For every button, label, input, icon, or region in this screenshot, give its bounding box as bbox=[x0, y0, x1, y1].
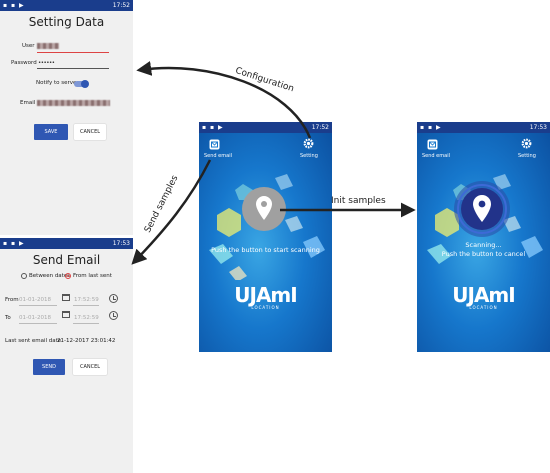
password-label: Password bbox=[11, 60, 37, 66]
logo-text: UJAmI bbox=[234, 283, 297, 307]
user-field[interactable] bbox=[37, 43, 59, 49]
send-email-icon[interactable] bbox=[427, 139, 438, 150]
radio-last-label: From last sent bbox=[73, 273, 112, 279]
from-time-underline bbox=[73, 305, 99, 306]
gear-icon[interactable] bbox=[303, 138, 314, 149]
from-time[interactable]: 17:52:59 bbox=[74, 297, 99, 303]
save-button[interactable]: SAVE bbox=[34, 124, 68, 140]
status-bar: ▪ ▪ ▶ 17:52 bbox=[199, 122, 332, 133]
send-email-icon[interactable] bbox=[209, 139, 220, 150]
user-underline bbox=[37, 52, 109, 53]
scanning-app-screen: ▪ ▪ ▶ 17:53 Send email Setting Scanning.… bbox=[417, 122, 550, 352]
calendar-icon[interactable] bbox=[62, 311, 70, 318]
ujami-logo: UJAmI LOCATION bbox=[199, 285, 332, 310]
clock-icon[interactable] bbox=[109, 311, 118, 320]
clock-icon[interactable] bbox=[109, 294, 118, 303]
status-icons: ▪ ▪ ▶ bbox=[420, 124, 442, 131]
status-icons: ▪ ▪ ▶ bbox=[202, 124, 224, 131]
status-time: 17:53 bbox=[112, 240, 130, 247]
setting-label: Setting bbox=[300, 153, 318, 159]
logo-subtext: LOCATION bbox=[251, 305, 280, 310]
from-date[interactable]: 01-01-2018 bbox=[19, 297, 51, 303]
send-email-screen: ▪ ▪ ▶ 17:53 Send Email Between dates Fro… bbox=[0, 238, 133, 473]
radio-from-last-sent[interactable] bbox=[65, 273, 71, 279]
status-icons: ▪ ▪ ▶ bbox=[3, 2, 25, 9]
send-samples-arrow bbox=[131, 159, 212, 265]
status-time: 17:52 bbox=[112, 2, 130, 9]
from-date-underline bbox=[19, 305, 57, 306]
to-time-underline bbox=[73, 323, 99, 324]
logo-subtext: LOCATION bbox=[469, 305, 498, 310]
last-sent-label: Last sent email date bbox=[5, 338, 62, 344]
logo-text: UJAmI bbox=[452, 283, 515, 307]
configuration-arrow bbox=[136, 60, 312, 139]
last-sent-value: 21-12-2017 23:01:42 bbox=[57, 338, 116, 344]
scan-button[interactable] bbox=[241, 186, 287, 232]
ujami-logo: UJAmI LOCATION bbox=[417, 285, 550, 310]
scan-prompt: Push the button to start scanning bbox=[211, 246, 320, 254]
cancel-prompt: Push the button to cancel bbox=[441, 250, 526, 258]
send-email-label: Send email bbox=[422, 153, 450, 159]
notify-toggle[interactable] bbox=[74, 80, 89, 88]
notify-label: Notify to server bbox=[36, 80, 79, 86]
from-label: From bbox=[5, 297, 19, 303]
email-field[interactable] bbox=[37, 100, 110, 106]
cancel-scan-button[interactable] bbox=[453, 180, 511, 238]
cancel-button[interactable]: CANCEL bbox=[74, 124, 106, 140]
password-field[interactable]: •••••• bbox=[38, 60, 55, 66]
to-label: To bbox=[5, 315, 11, 321]
calendar-icon[interactable] bbox=[62, 294, 70, 301]
user-label: User bbox=[22, 43, 35, 49]
radio-between-dates[interactable] bbox=[21, 273, 27, 279]
status-time: 17:53 bbox=[529, 124, 547, 131]
status-time: 17:52 bbox=[311, 124, 329, 131]
init-samples-label: Init samples bbox=[331, 196, 386, 206]
status-bar: ▪ ▪ ▶ 17:52 bbox=[0, 0, 133, 11]
password-underline bbox=[37, 68, 109, 69]
status-icons: ▪ ▪ ▶ bbox=[3, 240, 25, 247]
radio-between-label: Between dates bbox=[29, 273, 71, 279]
setting-label: Setting bbox=[518, 153, 536, 159]
to-date-underline bbox=[19, 323, 57, 324]
cancel-button[interactable]: CANCEL bbox=[73, 359, 107, 375]
email-label: Email bbox=[20, 100, 36, 106]
to-date[interactable]: 01-01-2018 bbox=[19, 315, 51, 321]
setting-data-screen: ▪ ▪ ▶ 17:52 Setting Data User Password •… bbox=[0, 0, 133, 235]
page-title: Send Email bbox=[32, 253, 101, 267]
main-app-screen: ▪ ▪ ▶ 17:52 Send email Setting Push the … bbox=[199, 122, 332, 352]
scanning-status: Scanning... bbox=[465, 241, 502, 249]
gear-icon[interactable] bbox=[521, 138, 532, 149]
status-bar: ▪ ▪ ▶ 17:53 bbox=[417, 122, 550, 133]
status-bar: ▪ ▪ ▶ 17:53 bbox=[0, 238, 133, 249]
to-time[interactable]: 17:52:59 bbox=[74, 315, 99, 321]
page-title: Setting Data bbox=[28, 15, 105, 29]
send-button[interactable]: SEND bbox=[33, 359, 65, 375]
send-email-label: Send email bbox=[204, 153, 232, 159]
